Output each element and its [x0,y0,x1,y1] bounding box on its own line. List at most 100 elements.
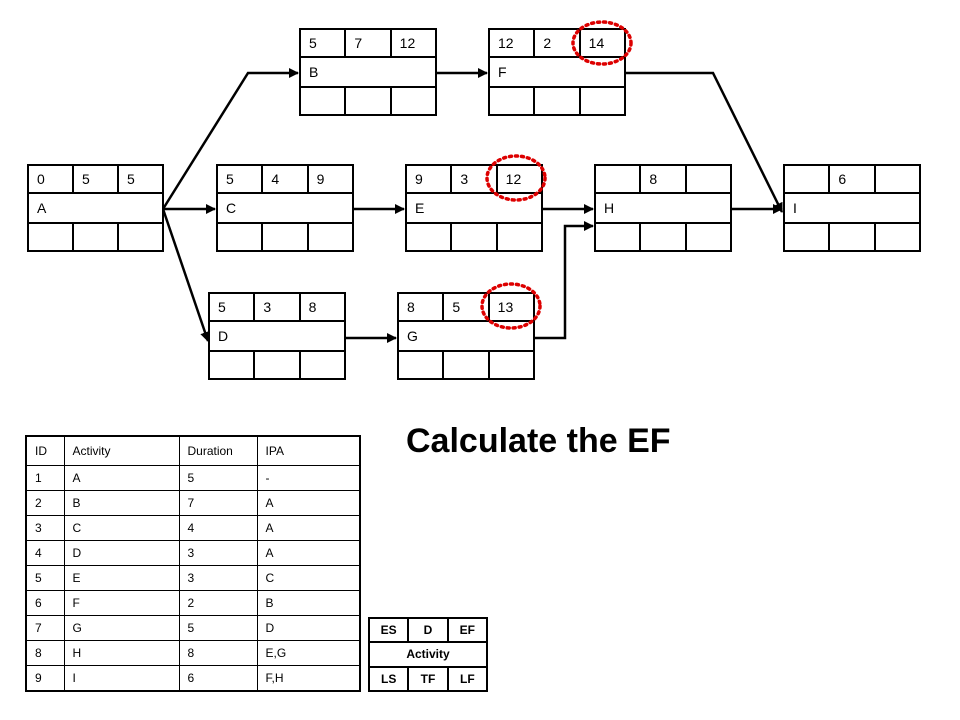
table-row: 3 C 4 A [25,515,361,541]
page-title: Calculate the EF [406,422,671,460]
node-h-es [596,166,642,192]
node-i-es [785,166,831,192]
cell-id: 6 [25,590,65,616]
cell-id: 8 [25,640,65,666]
cell-ipa: - [256,465,361,491]
node-g-duration: 5 [444,294,490,320]
node-h-tf [641,224,687,250]
cell-duration: 3 [178,540,258,566]
legend-activity: Activity [406,647,450,661]
node-c-es: 5 [218,166,264,192]
node-g-tf [444,352,490,378]
node-d-tf [255,352,301,378]
table-row: 4 D 3 A [25,540,361,566]
node-i-name: I [793,200,797,216]
cell-id: 1 [25,465,65,491]
node-f-lf [581,88,624,114]
cell-activity: G [63,615,180,641]
table-row: 9 I 6 F,H [25,665,361,692]
legend-ef: EF [459,623,475,637]
node-h-ef [687,166,730,192]
legend-ls: LS [370,668,410,690]
cell-activity: C [63,515,180,541]
node-e-tf [452,224,498,250]
header-ipa: IPA [256,435,361,466]
node-b-tf [346,88,392,114]
arrow-a-b [161,68,299,210]
node-c-ef: 9 [316,171,325,187]
cell-id: 7 [25,615,65,641]
cell-ipa: F,H [256,665,361,692]
cell-activity: F [63,590,180,616]
cell-id: 5 [25,565,65,591]
table-row: 6 F 2 B [25,590,361,616]
node-d-name: D [218,328,229,344]
cell-duration: 6 [178,665,258,692]
cell-ipa: B [256,590,361,616]
node-c-tf [263,224,309,250]
cell-duration: 3 [178,565,258,591]
node-g-lf [490,352,533,378]
arrow-a-d [161,208,210,342]
node-c-ls [218,224,264,250]
cell-duration: 4 [178,515,258,541]
legend-es: ES [370,619,410,641]
node-a-tf [74,224,119,250]
node-c-lf [309,224,352,250]
table-row: 8 H 8 E,G [25,640,361,666]
cell-activity: D [63,540,180,566]
cell-duration: 8 [178,640,258,666]
node-d-lf [301,352,344,378]
cell-id: 9 [25,665,65,692]
legend-tf: TF [409,668,449,690]
node-f-ls [490,88,536,114]
cell-id: 3 [25,515,65,541]
node-b-lf [392,88,435,114]
node-a-es: 0 [29,166,74,192]
node-f-duration: 2 [535,30,581,56]
node-a-ls [29,224,74,250]
node-h-name: H [604,200,615,216]
cell-id: 4 [25,540,65,566]
cell-ipa: A [256,540,361,566]
node-g: 8 5 13 G [397,292,535,380]
node-e-name: E [415,200,425,216]
node-f-ef: 14 [588,35,605,51]
node-b-duration: 7 [346,30,392,56]
node-e-es: 9 [407,166,453,192]
node-b-es: 5 [301,30,347,56]
node-h-lf [687,224,730,250]
activity-table: ID Activity Duration IPA 1 A 5 - 2 B 7 A… [25,435,361,692]
node-a-lf [119,224,162,250]
node-c: 5 4 9 C [216,164,354,252]
node-b-name: B [309,64,319,80]
node-h-ls [596,224,642,250]
node-h-duration: 8 [641,166,687,192]
header-activity: Activity [63,435,180,466]
node-i-ls [785,224,831,250]
arrow-g-h [534,221,594,340]
cell-duration: 2 [178,590,258,616]
cell-ipa: A [256,490,361,516]
node-i-ef [876,166,919,192]
node-d-duration: 3 [255,294,301,320]
table-row: 5 E 3 C [25,565,361,591]
node-a-duration: 5 [74,166,119,192]
cell-ipa: C [256,565,361,591]
arrow-f-i [625,71,784,213]
node-b: 5 7 12 B [299,28,437,116]
node-g-ef: 13 [497,299,514,315]
node-e-duration: 3 [452,166,498,192]
header-id: ID [25,435,65,466]
node-g-es: 8 [399,294,445,320]
node-d-ef: 8 [308,299,317,315]
cell-activity: E [63,565,180,591]
table-row: 1 A 5 - [25,465,361,491]
node-f-es: 12 [490,30,536,56]
node-legend: ES D EF Activity LS TF LF [368,617,488,692]
node-d-es: 5 [210,294,256,320]
node-b-ef: 12 [399,35,416,51]
node-c-duration: 4 [263,166,309,192]
node-f: 12 2 14 F [488,28,626,116]
